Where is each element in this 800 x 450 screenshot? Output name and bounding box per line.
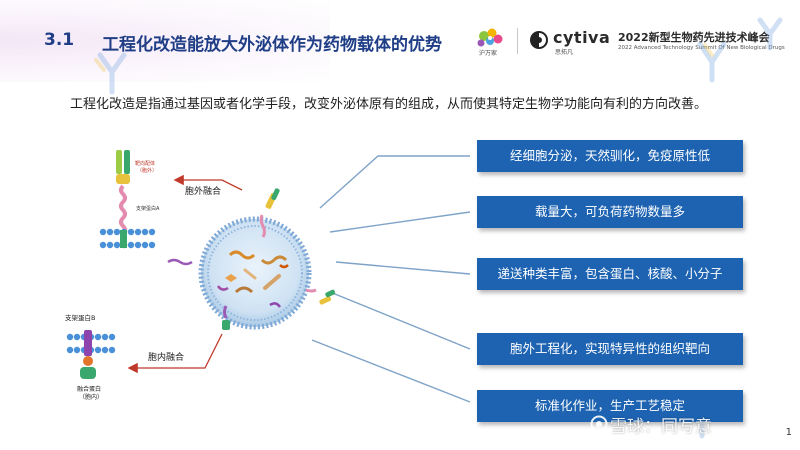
- advantage-box-diverse-cargo: 递送种类丰富，包含蛋白、核酸、小分子: [477, 258, 743, 290]
- intro-text: 工程化改造是指通过基因或者化学手段，改变外泌体原有的组成，从而使其特定生物学功能…: [70, 97, 708, 112]
- exosome-vesicle: [167, 188, 336, 330]
- snowball-logo-icon: [590, 415, 608, 433]
- advantage-box-low-immunogenicity: 经细胞分泌，天然驯化，免疫原性低: [477, 140, 743, 172]
- advantage-box-targeting: 胞外工程化，实现特异性的组织靶向: [477, 333, 743, 365]
- cytiva-name: cytiva: [553, 28, 611, 47]
- label-scaffold-a: 支架蛋白A: [136, 205, 160, 212]
- scaffold-a-structure: [99, 150, 156, 249]
- flower-logo-icon: [477, 28, 503, 47]
- watermark-text: 雪球：同写意: [610, 417, 712, 437]
- flower-logo-text: 沪万家: [479, 50, 498, 57]
- summit-title: 2022新型生物药先进技术峰会: [618, 31, 770, 44]
- exo-fusion-arrow: [173, 174, 243, 191]
- cytiva-subname: 思拓凡: [555, 49, 574, 56]
- label-fusion-protein-sub: （胞内）: [79, 393, 103, 401]
- logo-divider: [517, 28, 518, 54]
- advantage-box-high-capacity: 载量大，可负荷药物数量多: [477, 196, 743, 228]
- label-target-ligand-sub: （胞外）: [137, 167, 157, 174]
- label-endo-fusion: 胞内融合: [148, 351, 184, 363]
- endo-fusion-arrow: [127, 333, 223, 374]
- header-glow: [0, 0, 330, 82]
- page-title: 工程化改造能放大外泌体作为药物载体的优势: [102, 35, 442, 55]
- scaffold-b-structure: [66, 330, 116, 379]
- summit-subtitle: 2022 Advanced Technology Summit Of New B…: [618, 45, 785, 51]
- connector-lines: [311, 155, 471, 403]
- label-fusion-protein: 融合蛋白: [77, 385, 101, 393]
- label-target-ligand: 靶向配体: [135, 160, 155, 167]
- page-number: 1: [785, 427, 792, 438]
- section-number: 3.1: [44, 30, 75, 50]
- advantage-box-standardized-process: 标准化作业，生产工艺稳定: [477, 390, 743, 422]
- label-scaffold-b: 支架蛋白B: [65, 313, 95, 322]
- header: 3.1 工程化改造能放大外泌体作为药物载体的优势 沪万家 cytiva 思拓凡 …: [0, 0, 800, 82]
- label-exo-fusion: 胞外融合: [185, 185, 221, 197]
- cytiva-logo-icon: [530, 31, 548, 49]
